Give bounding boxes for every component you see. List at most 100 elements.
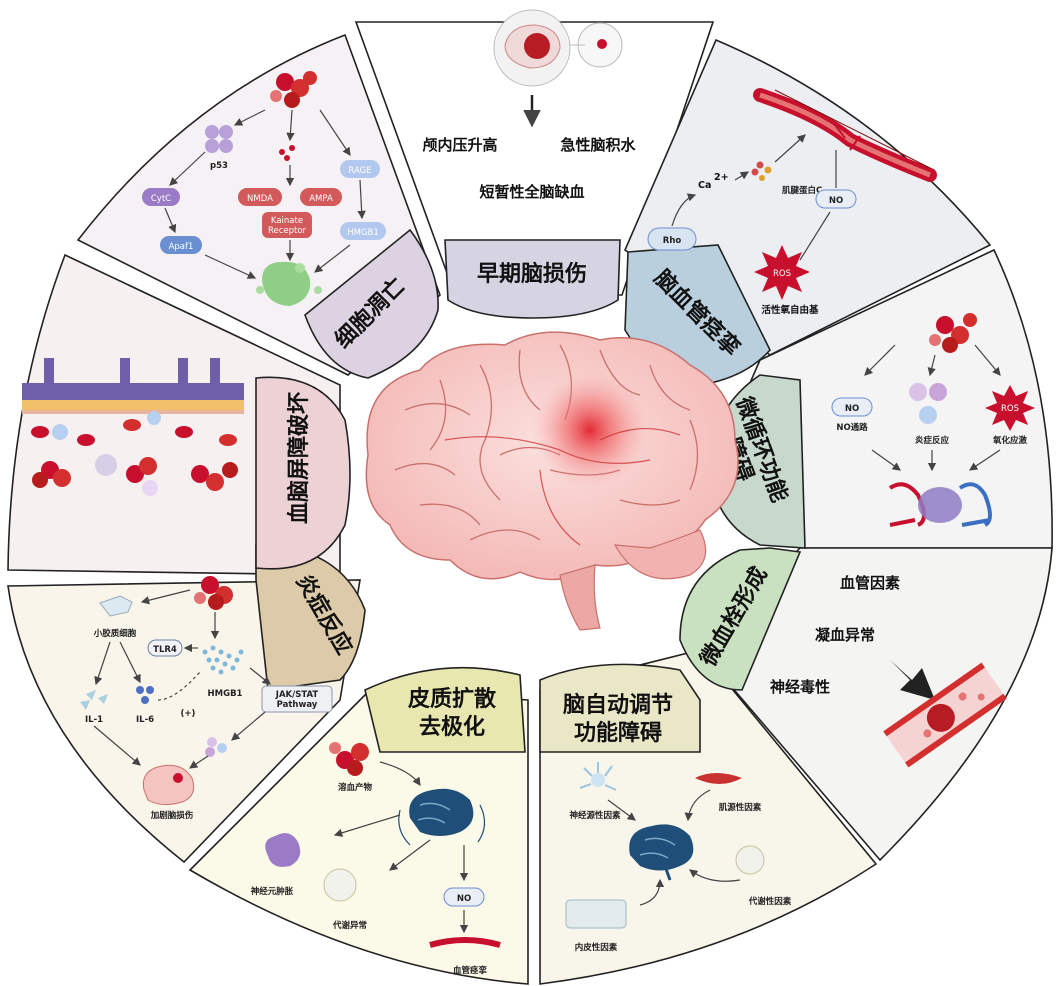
vaso-ros-label: 活性氧自由基	[761, 304, 819, 316]
auto-mito-icon	[735, 845, 765, 875]
vaso-myosin-label: 肌腱蛋白C	[781, 185, 822, 196]
death-cytc-box	[142, 188, 180, 206]
death-cytc: CytC	[151, 194, 171, 204]
micro-inflam-label: 炎症反应	[915, 435, 950, 446]
csd-no: NO	[457, 894, 471, 904]
csd-mito-icon	[323, 868, 357, 902]
segment-csd-bg	[188, 689, 529, 985]
tab-csd-label2: 去极化	[419, 714, 485, 740]
thrombo-text-1: 血管因素	[840, 574, 900, 592]
tab-bbb-label: 血脑屏障破坏	[286, 392, 312, 524]
death-hmgb1: HMGB1	[347, 228, 379, 238]
inflam-tlr4: TLR4	[153, 645, 177, 655]
early-text-2: 急性脑积水	[560, 136, 636, 154]
csd-swollen-neuron-icon	[265, 833, 301, 867]
inflam-brain-icon	[142, 764, 195, 806]
micro-ros-burst	[985, 385, 1035, 431]
auto-myo-label: 肌源性因素	[718, 802, 762, 813]
auto-neuron-icon	[579, 762, 617, 791]
early-figure	[493, 9, 623, 87]
early-text-1: 颅内压升高	[422, 136, 497, 154]
inflam-microglia-icon	[99, 595, 133, 617]
vaso-rho-box	[647, 227, 697, 251]
death-apaf1-box	[160, 236, 202, 254]
auto-neuro-label: 神经源性因素	[569, 810, 621, 821]
death-apoptotic-cell	[256, 261, 322, 306]
auto-endo-label: 内皮性因素	[575, 942, 618, 953]
micro-capillary	[888, 482, 992, 527]
vaso-no-box	[815, 189, 857, 209]
csd-vaso-label: 血管痉挛	[453, 965, 488, 976]
death-rbc-cluster	[270, 71, 317, 108]
csd-vaso-icon	[429, 937, 501, 948]
inflam-jak-box	[261, 685, 333, 713]
inflam-jak-1: JAK/STAT	[275, 690, 319, 700]
tab-early	[444, 239, 621, 319]
inflam-il6-icon	[136, 686, 154, 704]
death-kainate-1: Kainate	[271, 216, 303, 226]
micro-no-box	[831, 397, 873, 417]
death-apaf1: Apaf1	[169, 242, 194, 252]
death-p53: p53	[210, 161, 228, 171]
death-hmgb1-box	[340, 222, 386, 240]
vaso-myosin-icon	[751, 161, 772, 181]
vaso-ca: Ca	[698, 180, 711, 191]
micro-immune-cells	[909, 383, 947, 424]
micro-no-label: NO通路	[836, 422, 868, 433]
death-rage-box	[340, 160, 380, 178]
thrombo-text-3: 神经毒性	[770, 678, 830, 696]
inflam-jak-2: Pathway	[277, 700, 318, 710]
death-nmda: NMDA	[247, 194, 273, 204]
inflam-hmgb1-dots	[202, 645, 244, 675]
tab-auto-label2: 功能障碍	[574, 720, 662, 746]
inflam-rbc-cluster	[194, 576, 233, 610]
tab-csd-label1: 皮质扩散	[408, 686, 497, 712]
early-text-3: 短暂性全脑缺血	[479, 183, 584, 201]
vaso-ros-burst	[754, 245, 810, 300]
micro-ros: ROS	[1001, 404, 1019, 414]
death-p53-icon	[205, 125, 233, 153]
auto-endo-icon	[565, 899, 627, 929]
inflam-il1-icon	[80, 690, 108, 710]
inflam-plus: (+)	[181, 709, 196, 719]
micro-ox-label: 氧化应激	[992, 435, 1028, 446]
csd-metab-label: 代谢异常	[332, 920, 367, 931]
vaso-rho: Rho	[663, 236, 682, 246]
csd-brain-icon	[398, 788, 486, 846]
tab-auto	[539, 663, 701, 753]
thrombo-arrow	[890, 660, 935, 700]
segment-early-bg	[354, 21, 715, 296]
death-kainate-box	[262, 212, 312, 238]
auto-metab-label: 代谢性因素	[748, 896, 792, 907]
micro-rbc-cluster	[929, 313, 977, 353]
tab-bbb	[255, 376, 351, 570]
segment-thrombo-bg	[698, 547, 1053, 862]
auto-brain-icon	[629, 824, 694, 881]
bbb-rbcs	[31, 411, 238, 496]
inflam-hmgb1-label: HMGB1	[208, 689, 243, 699]
thrombo-text-2: 凝血异常	[815, 626, 875, 644]
death-ampa-box	[300, 188, 342, 206]
death-glutamate-dots	[279, 145, 295, 161]
inflam-tlr4-box	[147, 639, 183, 657]
inflam-il1-label: IL-1	[85, 715, 103, 725]
inflam-worse-label: 加剧脑损伤	[150, 810, 194, 821]
central-brain	[365, 331, 739, 631]
csd-edema-label: 神经元肿胀	[251, 886, 294, 897]
thrombo-vessel	[883, 662, 1007, 768]
tab-thrombo	[679, 547, 802, 691]
csd-no-box	[443, 887, 485, 907]
inflam-microglia-label: 小胶质细胞	[93, 628, 137, 639]
death-nmda-box	[238, 188, 282, 206]
vaso-ros: ROS	[773, 269, 791, 279]
vaso-no: NO	[829, 196, 843, 206]
death-rage: RAGE	[348, 166, 371, 176]
inflam-cells-icon	[205, 737, 227, 757]
bbb-endothelium	[22, 358, 244, 414]
vaso-ca-sup: 2+	[714, 172, 729, 183]
tab-csd	[364, 666, 526, 753]
vaso-vessel	[753, 88, 937, 182]
tab-early-label: 早期脑损伤	[477, 261, 587, 287]
tab-death	[304, 228, 439, 379]
